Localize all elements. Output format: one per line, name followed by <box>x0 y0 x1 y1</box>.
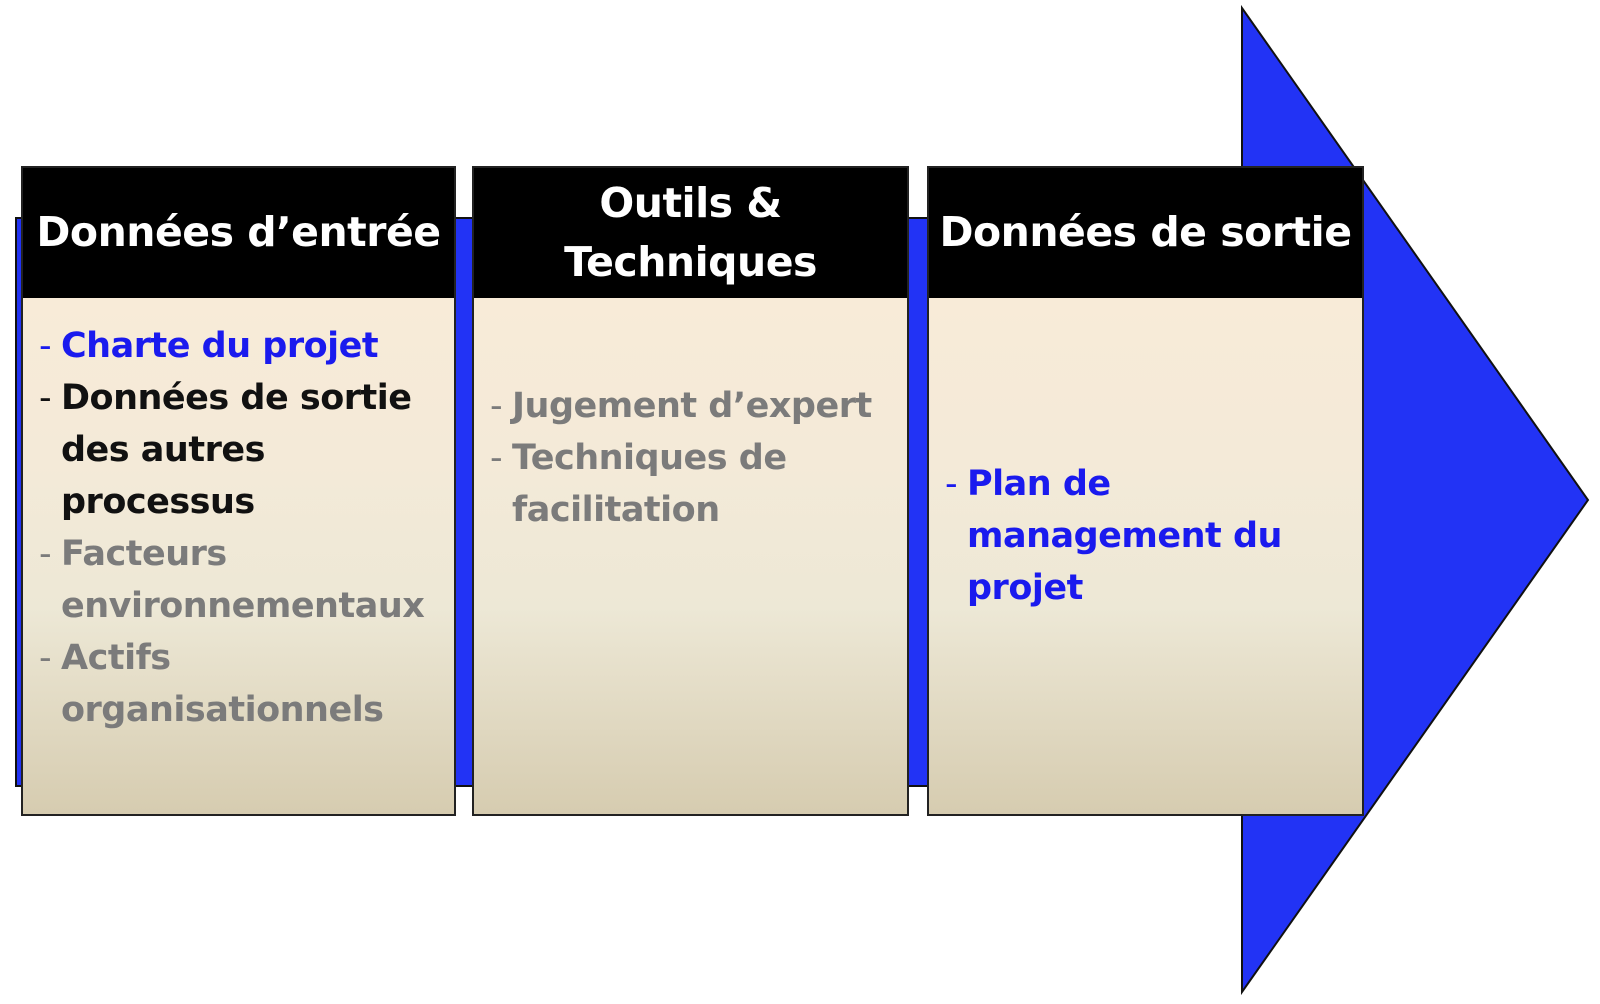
bullet-dash: - <box>39 534 52 574</box>
item-text: Charte du projet <box>61 326 379 366</box>
bullet-dash: - <box>39 638 52 678</box>
inputs-panel: Données d’entrée - Charte du projet - Do… <box>21 166 456 816</box>
item-text: Données de sortie des autres processus <box>61 378 412 522</box>
bullet-dash: - <box>39 326 52 366</box>
list-item: - Actifs organisationnels <box>39 632 448 736</box>
bullet-dash: - <box>490 386 503 426</box>
list-item: - Techniques de facilitation <box>490 432 901 536</box>
tools-title: Outils & Techniques <box>474 168 907 298</box>
inputs-title: Données d’entrée <box>23 168 454 298</box>
outputs-title: Données de sortie <box>929 168 1362 298</box>
outputs-list: - Plan de management du projet <box>945 458 1356 614</box>
item-text: Plan de management du projet <box>967 464 1282 608</box>
list-item: - Jugement d’expert <box>490 380 901 432</box>
outputs-panel: Données de sortie - Plan de management d… <box>927 166 1364 816</box>
bullet-dash: - <box>945 464 958 504</box>
list-item: - Charte du projet <box>39 320 448 372</box>
item-text: Facteurs environnementaux <box>61 534 425 626</box>
bullet-dash: - <box>490 438 503 478</box>
item-text: Jugement d’expert <box>512 386 872 426</box>
list-item: - Facteurs environnementaux <box>39 528 448 632</box>
list-item: - Données de sortie des autres processus <box>39 372 448 528</box>
tools-panel: Outils & Techniques - Jugement d’expert … <box>472 166 909 816</box>
item-text: Actifs organisationnels <box>61 638 384 730</box>
bullet-dash: - <box>39 378 52 418</box>
item-text: Techniques de facilitation <box>512 438 787 530</box>
inputs-list: - Charte du projet - Données de sortie d… <box>39 320 448 736</box>
list-item: - Plan de management du projet <box>945 458 1356 614</box>
tools-list: - Jugement d’expert - Techniques de faci… <box>490 380 901 536</box>
